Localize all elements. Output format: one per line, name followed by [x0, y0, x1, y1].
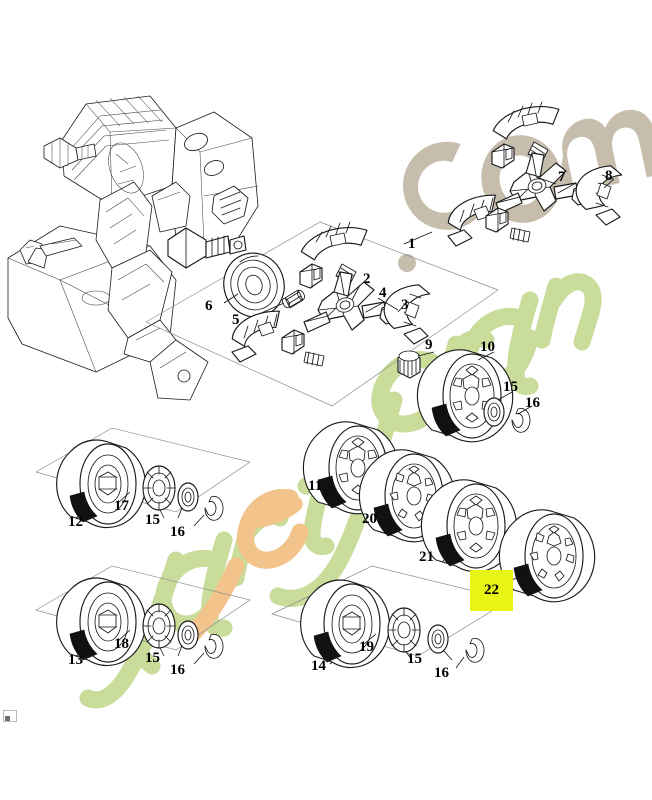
callout-16-d: 16: [434, 665, 449, 681]
callout-2: 2: [363, 271, 371, 287]
part-22-rim-sprocket: [498, 509, 596, 603]
part-16-eclip-a: [511, 407, 531, 433]
callout-13: 13: [68, 652, 83, 668]
part-18-clutch-drum: [56, 577, 147, 667]
part-10-rim-sprocket: [416, 349, 514, 443]
part-9-needle-bearing: [397, 350, 421, 379]
callout-15-c: 15: [145, 650, 160, 666]
part-15-bearing-b: [142, 465, 176, 511]
part-clutch-shoe-lower-left: [231, 310, 280, 363]
part-5-spring: [282, 289, 305, 309]
callout-9: 9: [425, 337, 433, 353]
part-16-eclip-d: [465, 637, 485, 663]
callout-19: 19: [359, 639, 374, 655]
part-15-washer-a: [483, 397, 505, 427]
callout-3: 3: [401, 297, 409, 313]
part-spring-lower: [303, 351, 325, 367]
callout-17: 17: [114, 498, 129, 514]
part-15-bearing-d: [387, 607, 421, 653]
part-16-eclip-c: [204, 633, 224, 659]
callout-15-d: 15: [407, 651, 422, 667]
callout-21: 21: [419, 549, 434, 565]
part-clutch-bracket-top: [299, 263, 323, 289]
part-19-clutch-drum: [300, 579, 391, 669]
part-15-bearing-c: [142, 603, 176, 649]
callout-22: 22: [470, 570, 513, 611]
callout-16-b: 16: [170, 524, 185, 540]
callout-18: 18: [114, 636, 129, 652]
callout-16-a: 16: [525, 395, 540, 411]
engine-powerhead-illustration: [7, 95, 259, 401]
part-2-clutch-spider: [303, 271, 387, 333]
part-spring-mid-right: [509, 227, 531, 243]
part-bracket-mid-right: [485, 207, 509, 233]
part-clutch-shoe-top: [300, 221, 368, 261]
callout-8: 8: [605, 168, 613, 184]
part-11-rim-sprocket: [302, 421, 400, 515]
callout-10: 10: [480, 339, 495, 355]
part-shoe-top-right: [492, 101, 560, 140]
ignition-coil: [211, 185, 249, 225]
part-15-washer-b: [177, 482, 199, 512]
callout-7: 7: [558, 169, 566, 185]
callout-5: 5: [232, 312, 240, 328]
callout-11: 11: [308, 478, 323, 494]
sprocket-teeth-22: [529, 525, 575, 582]
callout-1: 1: [408, 236, 416, 252]
spark-plug: [43, 137, 97, 169]
callout-12: 12: [68, 514, 83, 530]
sprocket-teeth-21: [456, 495, 496, 553]
broken-image-placeholder-icon: [3, 710, 17, 722]
sprocket-teeth-11: [338, 437, 378, 495]
part-21-rim-sprocket: [420, 479, 518, 573]
part-7-8-clutch-exploded: [447, 101, 623, 247]
callout-15-a: 15: [503, 379, 518, 395]
callout-14: 14: [311, 658, 326, 674]
callout-16-c: 16: [170, 662, 185, 678]
part-6-clutch-disc: [223, 252, 285, 318]
callout-6: 6: [205, 298, 213, 314]
part-3-clutch-shoe: [383, 284, 431, 345]
part-15-washer-d: [427, 624, 449, 654]
part-8-shoe: [575, 165, 623, 226]
crankshaft-stub: [167, 227, 247, 269]
callout-4: 4: [379, 285, 387, 301]
part-clutch-bracket-lower: [281, 329, 305, 355]
part-16-eclip-b: [204, 495, 224, 521]
part-15-washer-c: [177, 620, 199, 650]
part-bracket-top-right: [491, 143, 515, 169]
callout-15-b: 15: [145, 512, 160, 528]
callout-20: 20: [362, 511, 377, 527]
part-17-clutch-drum: [56, 439, 147, 529]
